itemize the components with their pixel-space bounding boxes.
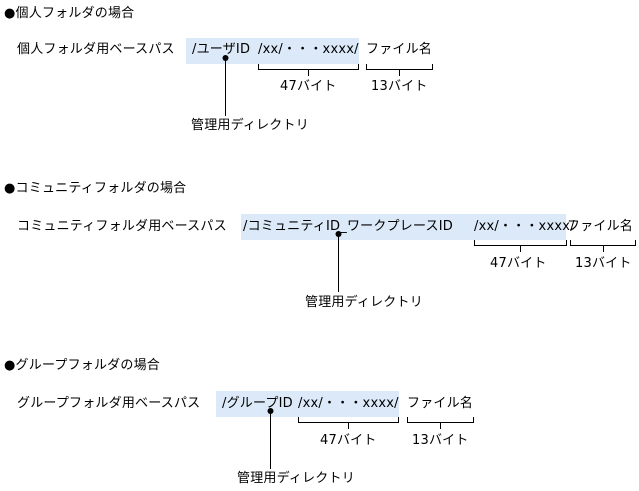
group-path-size-label: 47バイト <box>320 433 377 448</box>
community-file-size-label: 13バイト <box>575 256 632 271</box>
personal-path-highlight <box>186 38 359 64</box>
community-anchor-dot <box>335 231 342 237</box>
personal-file-name: ファイル名 <box>366 42 433 57</box>
personal-file-size-bracket <box>366 64 433 70</box>
group-path-suffix: /xx/・・・xxxx/ <box>298 396 399 411</box>
community-path-prefix: /コミュニティID_ワークプレースID <box>243 219 453 234</box>
group-section-heading: ●グループフォルダの場合 <box>4 358 160 373</box>
group-file-name: ファイル名 <box>407 396 474 411</box>
personal-path-prefix: /ユーザID <box>192 42 251 57</box>
group-path-size-bracket <box>298 417 399 423</box>
personal-management-dir-label: 管理用ディレクトリ <box>191 118 309 133</box>
community-path-size-bracket <box>474 240 567 246</box>
group-anchor-dot <box>267 408 274 414</box>
community-base-path-label: コミュニティフォルダ用ベースパス <box>17 219 227 234</box>
community-management-dir-label: 管理用ディレクトリ <box>305 295 423 310</box>
community-path-size-label: 47バイト <box>490 256 547 271</box>
group-file-size-bracket <box>407 417 474 423</box>
personal-path-size-label: 47バイト <box>280 79 337 94</box>
community-file-name: ファイル名 <box>567 219 634 234</box>
community-file-size-bracket <box>570 240 636 246</box>
community-path-highlight <box>241 214 566 240</box>
group-management-dir-label: 管理用ディレクトリ <box>237 471 355 486</box>
personal-path-size-bracket <box>258 64 359 70</box>
personal-base-path-label: 個人フォルダ用ベースパス <box>17 42 175 57</box>
personal-path-suffix: /xx/・・・xxxx/ <box>258 42 359 57</box>
personal-anchor-dot <box>222 55 229 61</box>
community-path-suffix: /xx/・・・xxxx/ <box>474 219 575 234</box>
group-file-size-label: 13バイト <box>412 433 469 448</box>
personal-file-size-label: 13バイト <box>371 79 428 94</box>
group-path-highlight <box>216 391 399 417</box>
group-path-prefix: /グループID <box>222 396 293 411</box>
group-base-path-label: グループフォルダ用ベースパス <box>17 396 201 411</box>
community-section-heading: ●コミュニティフォルダの場合 <box>4 181 187 196</box>
personal-section-heading: ●個人フォルダの場合 <box>4 6 135 21</box>
